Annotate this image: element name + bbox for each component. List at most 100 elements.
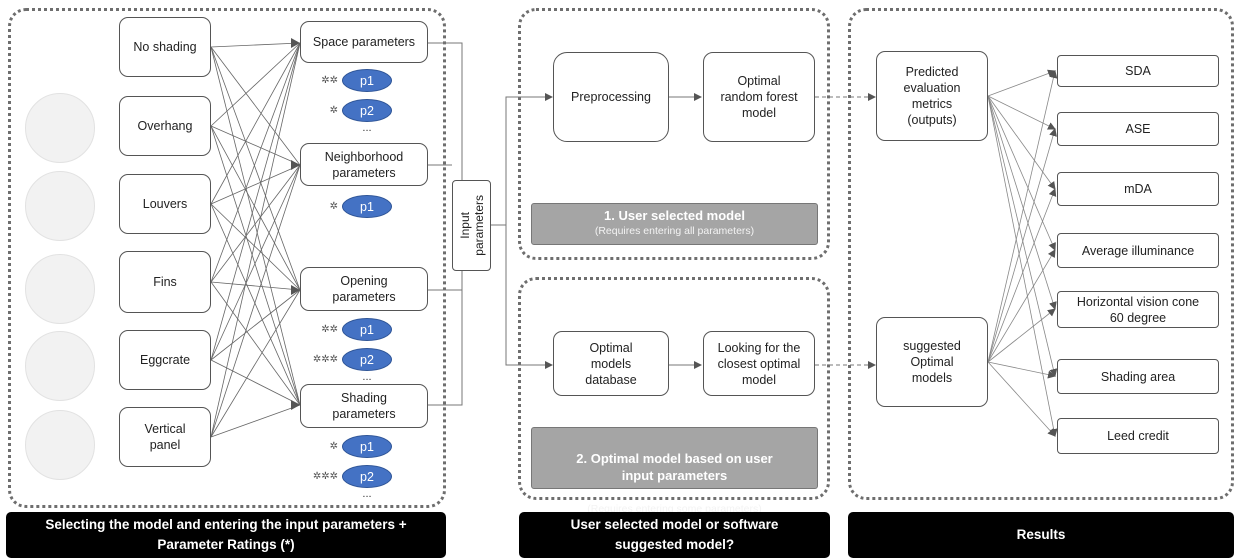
input-parameters-box: Input parameters bbox=[452, 180, 491, 271]
footer-model-choice: User selected model or software suggeste… bbox=[519, 512, 830, 558]
arrowhead bbox=[291, 38, 300, 48]
shading-parameters-box: Shading parameters bbox=[300, 384, 428, 428]
result-line bbox=[987, 249, 1056, 363]
result-average-illuminance: Average illuminance bbox=[1057, 233, 1219, 268]
rating-stars: ✲✲✲ bbox=[312, 354, 338, 365]
mesh-line bbox=[210, 42, 301, 205]
optimal-model-panel bbox=[518, 277, 830, 500]
result-line bbox=[987, 361, 1056, 437]
user-selected-model-label: 1. User selected model (Requires enterin… bbox=[531, 203, 818, 245]
result-line bbox=[987, 95, 1057, 310]
param-pill: p2 bbox=[342, 99, 392, 122]
param-pill: p2 bbox=[342, 348, 392, 371]
result-line bbox=[987, 188, 1057, 363]
arrowhead bbox=[291, 160, 300, 170]
mesh-line bbox=[210, 281, 301, 291]
rating-stars: ✲✲ bbox=[321, 324, 338, 335]
footer-input-selection: Selecting the model and entering the inp… bbox=[6, 512, 446, 558]
mesh-line bbox=[210, 164, 301, 283]
param-pill: p1 bbox=[342, 195, 392, 218]
rating-stars: ✲✲✲ bbox=[312, 471, 338, 482]
space-parameters-box: Space parameters bbox=[300, 21, 428, 63]
result-line bbox=[987, 128, 1057, 363]
param-pill: p1 bbox=[342, 435, 392, 458]
mesh-line bbox=[210, 46, 301, 291]
louvers-image bbox=[25, 171, 95, 241]
predicted-metrics-box: Predicted evaluation metrics (outputs) bbox=[876, 51, 988, 141]
result-line bbox=[987, 70, 1058, 363]
result-line bbox=[987, 361, 1056, 379]
result-line bbox=[987, 95, 1058, 377]
user-selected-model-title: 1. User selected model bbox=[604, 208, 745, 223]
result-line bbox=[987, 95, 1058, 437]
mesh-line bbox=[210, 359, 301, 406]
optimal-model-title: 2. Optimal model based on user input par… bbox=[576, 451, 773, 483]
result-line bbox=[987, 308, 1056, 363]
result-line bbox=[987, 69, 1056, 97]
optimal-models-database-box: Optimal models database bbox=[553, 331, 669, 396]
param-pill: p2 bbox=[342, 465, 392, 488]
param-pill: p1 bbox=[342, 69, 392, 92]
mesh-line bbox=[210, 42, 301, 361]
mesh-line bbox=[210, 203, 301, 291]
user-selected-model-subtitle: (Requires entering all parameters) bbox=[594, 225, 755, 237]
input-selection-panel bbox=[8, 8, 446, 508]
input-parameters-label: Input parameters bbox=[457, 195, 486, 256]
preprocessing-box: Preprocessing bbox=[553, 52, 669, 142]
neighborhood-parameters-box: Neighborhood parameters bbox=[300, 143, 428, 186]
mesh-line bbox=[210, 203, 301, 406]
results-panel bbox=[848, 8, 1234, 500]
optimal-random-forest-box: Optimal random forest model bbox=[703, 52, 815, 142]
arrowhead bbox=[291, 400, 300, 410]
mesh-line bbox=[210, 289, 301, 438]
mesh-line bbox=[210, 46, 301, 406]
rating-stars: ✲ bbox=[329, 441, 338, 452]
overhang-image bbox=[25, 93, 95, 163]
user-selected-model-panel bbox=[518, 8, 830, 260]
mesh-line bbox=[210, 164, 301, 205]
result-horizontal-vision-cone: Horizontal vision cone 60 degree bbox=[1057, 291, 1219, 328]
fins-image bbox=[25, 254, 95, 324]
mesh-line bbox=[210, 125, 301, 406]
result-leed-credit: Leed credit bbox=[1057, 418, 1219, 454]
shading-type-vertical-panel: Vertical panel bbox=[119, 407, 211, 467]
closest-optimal-model-box: Looking for the closest optimal model bbox=[703, 331, 815, 396]
mesh-line bbox=[210, 404, 301, 438]
ellipsis: ... bbox=[362, 371, 372, 383]
mesh-line bbox=[210, 42, 301, 127]
mesh-line bbox=[210, 46, 301, 166]
arrowhead bbox=[291, 285, 300, 295]
mesh-line bbox=[210, 164, 301, 361]
shading-type-fins: Fins bbox=[119, 251, 211, 313]
ellipsis: ... bbox=[362, 488, 372, 500]
mesh-line bbox=[210, 125, 301, 166]
result-line bbox=[987, 95, 1056, 130]
shading-type-no-shading: No shading bbox=[119, 17, 211, 77]
vertical-panel-image bbox=[25, 410, 95, 480]
opening-parameters-box: Opening parameters bbox=[300, 267, 428, 311]
ellipsis: ... bbox=[362, 122, 372, 134]
rating-stars: ✲✲ bbox=[321, 75, 338, 86]
mesh-line bbox=[210, 42, 301, 438]
result-ase: ASE bbox=[1057, 112, 1219, 146]
shading-type-louvers: Louvers bbox=[119, 174, 211, 234]
result-mda: mDA bbox=[1057, 172, 1219, 206]
mesh-line bbox=[210, 164, 301, 438]
rating-stars: ✲ bbox=[329, 201, 338, 212]
rating-stars: ✲ bbox=[329, 105, 338, 116]
shading-type-eggcrate: Eggcrate bbox=[119, 330, 211, 390]
footer-results: Results bbox=[848, 512, 1234, 558]
shading-type-overhang: Overhang bbox=[119, 96, 211, 156]
eggcrate-image bbox=[25, 331, 95, 401]
result-shading-area: Shading area bbox=[1057, 359, 1219, 394]
mesh-line bbox=[210, 42, 301, 283]
mesh-line bbox=[210, 281, 301, 406]
suggested-models-box: suggested Optimal models bbox=[876, 317, 988, 407]
result-line bbox=[987, 95, 1056, 251]
result-sda: SDA bbox=[1057, 55, 1219, 87]
mesh-line bbox=[210, 125, 301, 291]
mesh-line bbox=[210, 289, 301, 361]
optimal-model-label: 2. Optimal model based on user input par… bbox=[531, 427, 818, 515]
param-pill: p1 bbox=[342, 318, 392, 341]
